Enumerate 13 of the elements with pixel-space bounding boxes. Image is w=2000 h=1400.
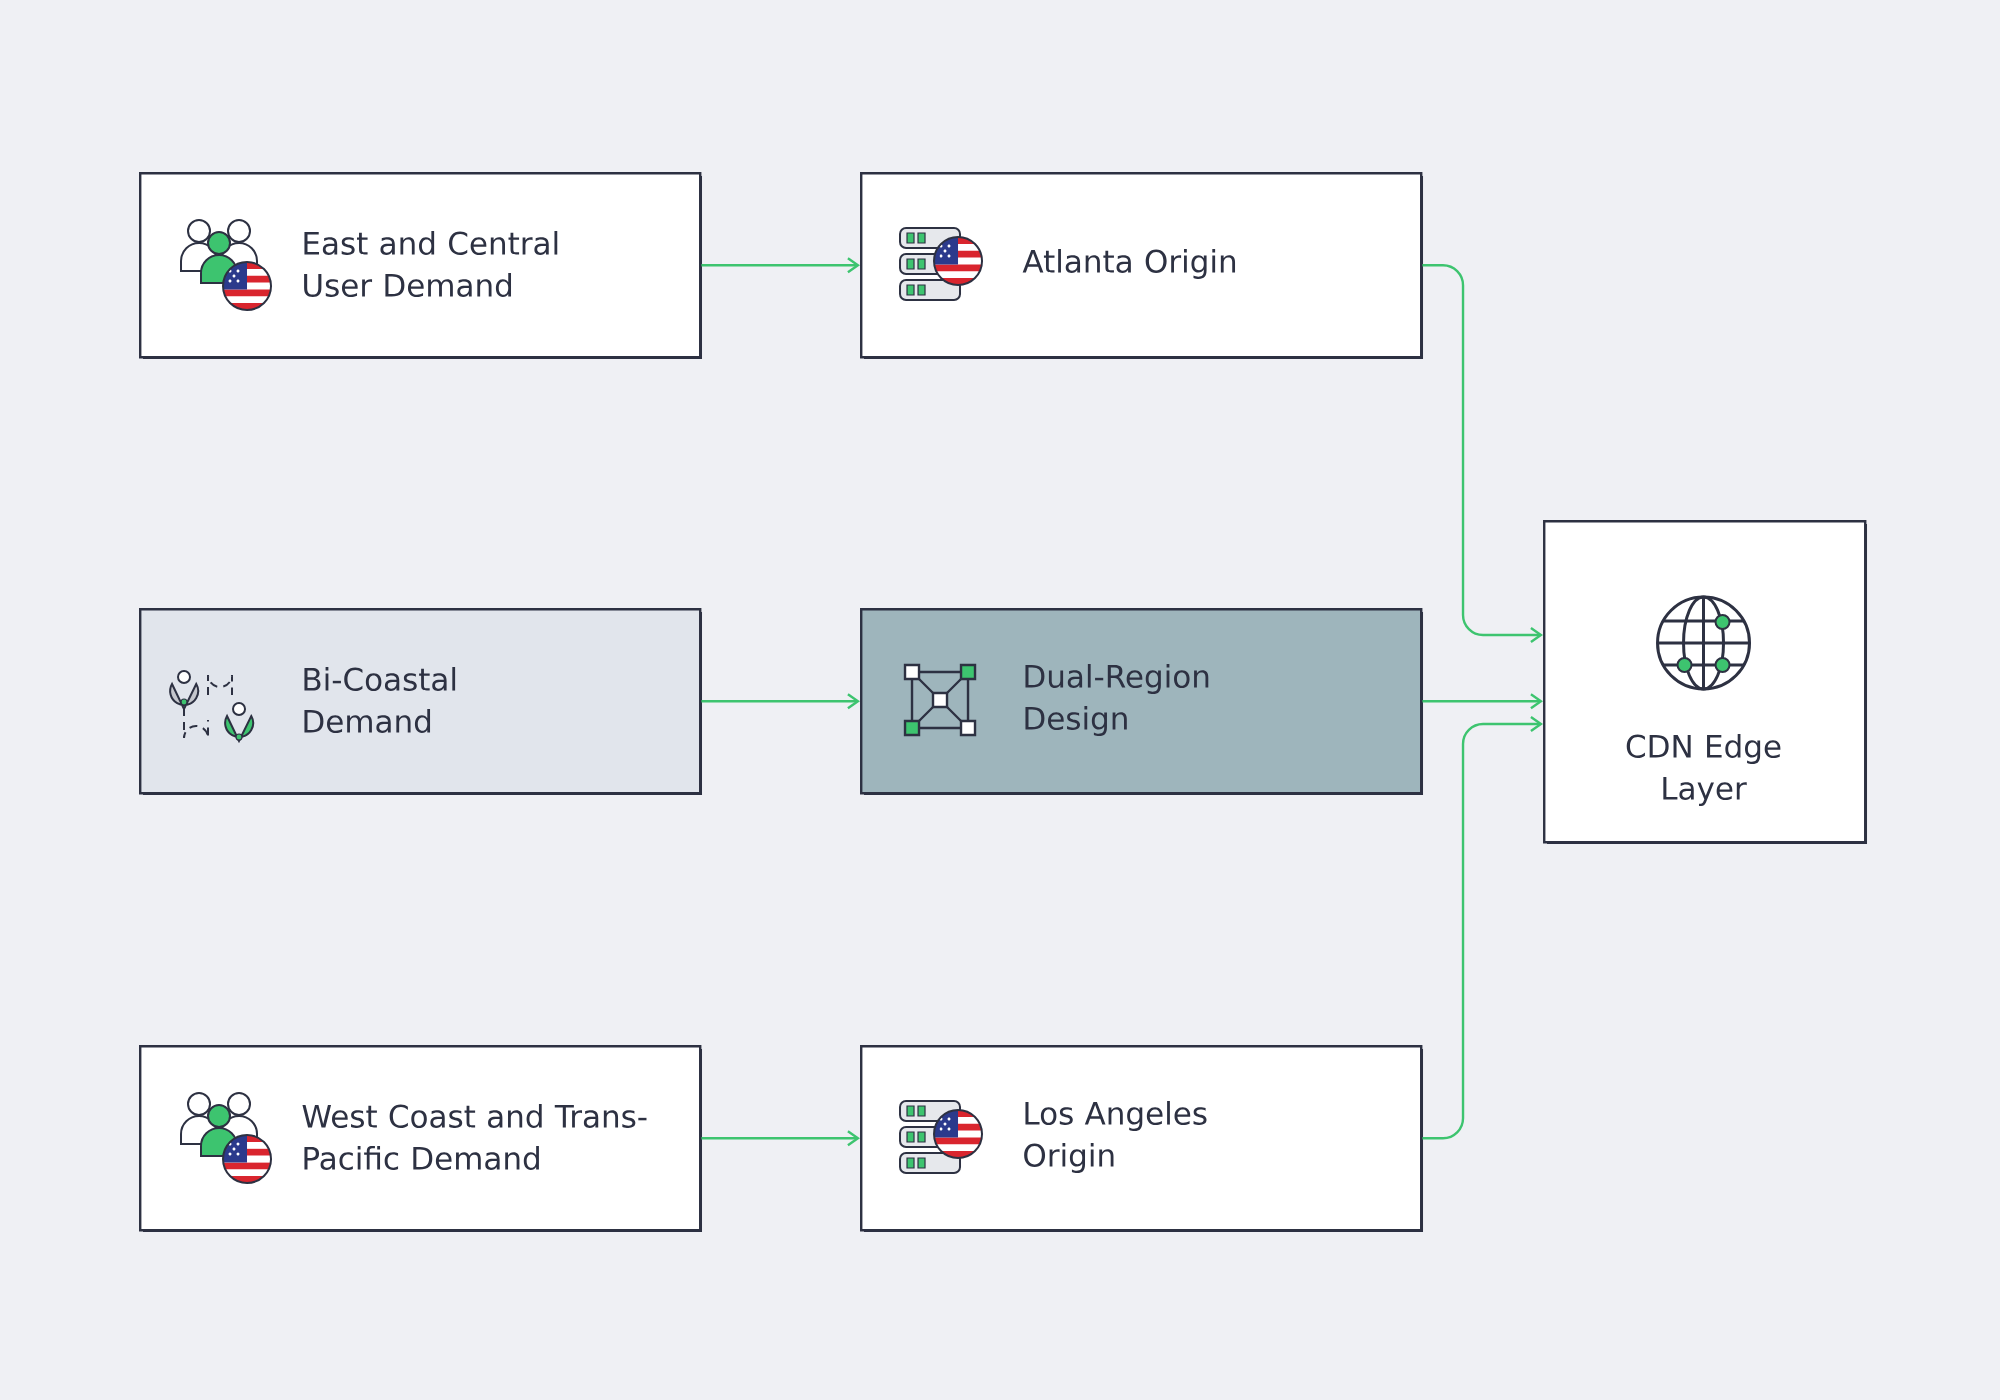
process-box: Dual-Region Design [860,608,1423,795]
process-box: West Coast and Trans-Pacific Demand [139,1045,702,1232]
arrow [701,1130,860,1147]
arrow [1422,716,1544,1140]
process-box: Bi-Coastal Demand [139,608,702,795]
arrow [1422,264,1544,643]
arrow [1422,693,1544,710]
arrow [701,257,860,274]
process-box: East and Central User Demand [139,172,702,359]
process-box: CDN Edge Layer [1543,520,1867,844]
process-box: Los Angeles Origin [860,1045,1423,1232]
arrow [701,693,860,710]
process-box: Atlanta Origin [860,172,1423,359]
